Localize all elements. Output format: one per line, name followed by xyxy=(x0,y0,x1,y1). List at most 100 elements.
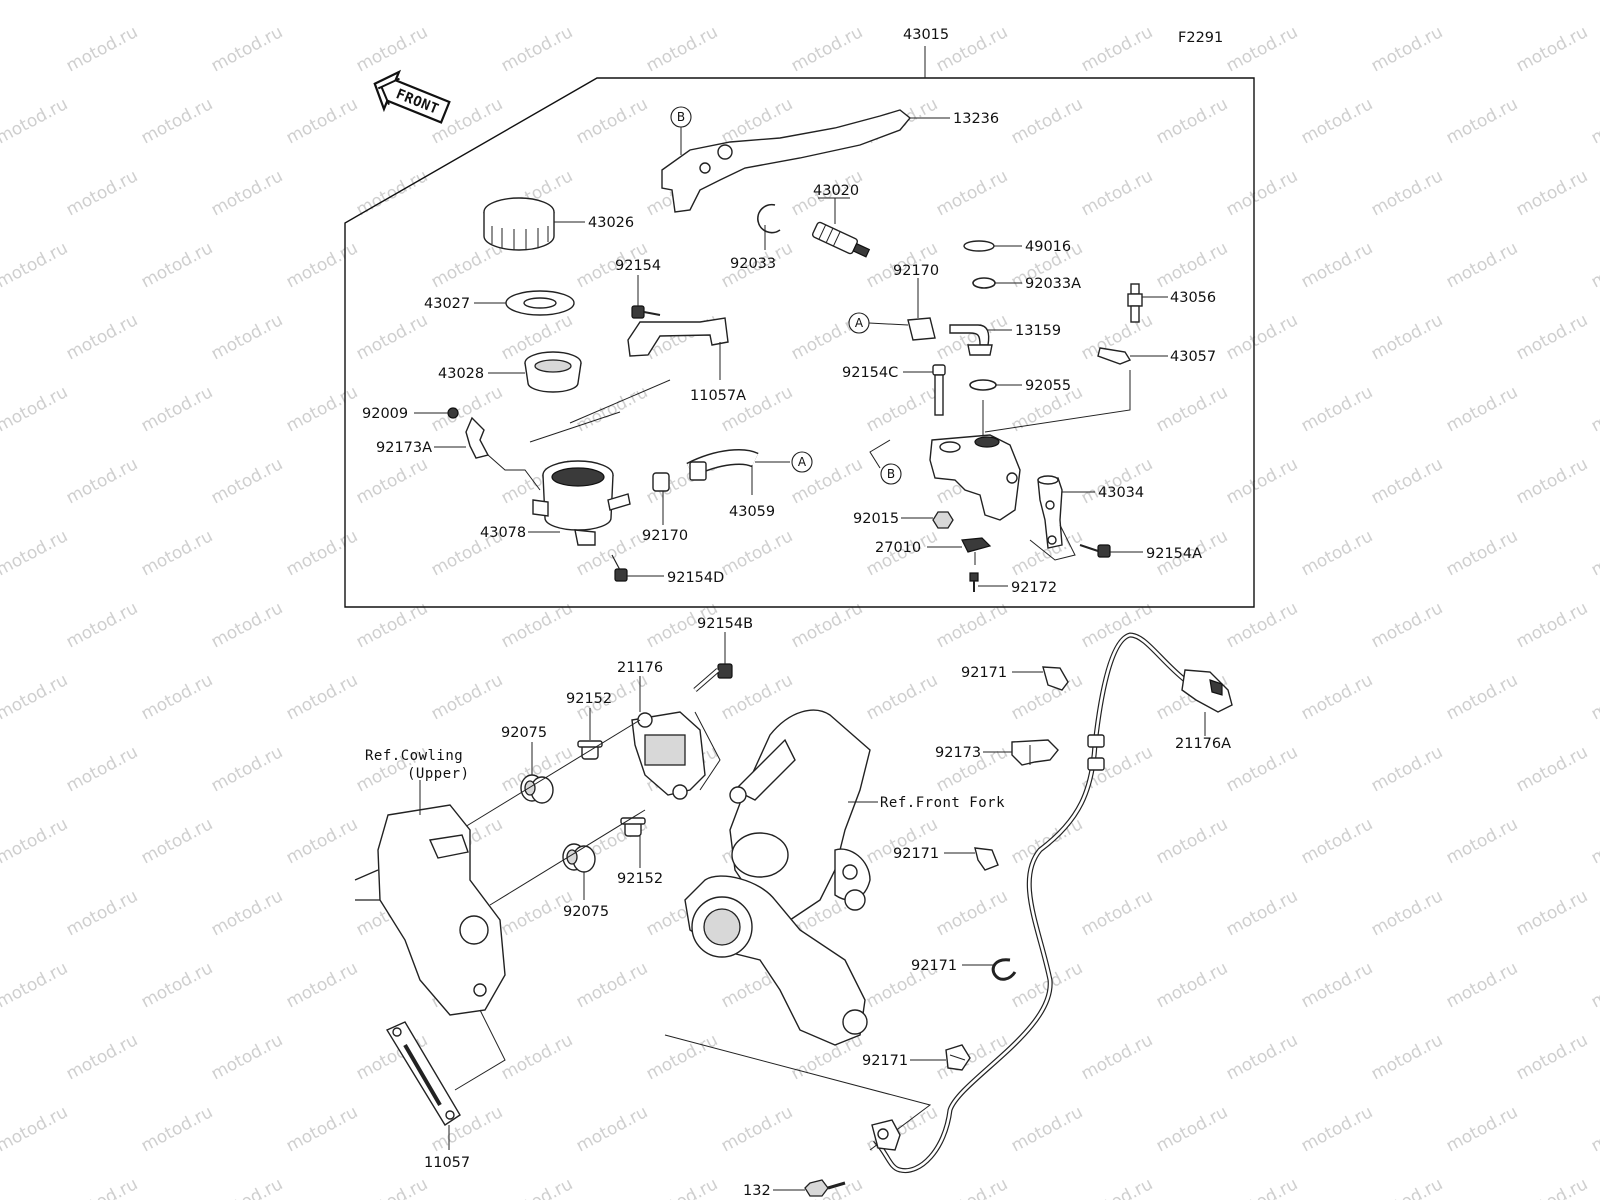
watermark-text: motod.ru xyxy=(1368,166,1446,220)
label-ref-cowling: Ref.Cowling xyxy=(365,748,463,764)
watermark-text: motod.ru xyxy=(1443,382,1521,436)
watermark-text: motod.ru xyxy=(1368,1030,1446,1084)
watermark-text: motod.ru xyxy=(1153,958,1231,1012)
watermark-text: motod.ru xyxy=(1443,1102,1521,1156)
watermark-text: motod.ru xyxy=(283,1102,361,1156)
watermark-text: motod.ru xyxy=(1223,310,1301,364)
label-11057: 11057 xyxy=(424,1155,470,1171)
watermark-text: motod.ru xyxy=(1513,454,1591,508)
oring-92055 xyxy=(969,379,997,391)
watermark-text: motod.ru xyxy=(718,1102,796,1156)
watermark-text: motod.ru xyxy=(353,598,431,652)
watermark-text: motod.ru xyxy=(1588,382,1600,436)
watermark-text: motod.ru xyxy=(1298,238,1376,292)
diagram-code: F2291 xyxy=(1178,30,1223,46)
label-11057a: 11057A xyxy=(690,388,746,404)
watermark-text: motod.ru xyxy=(1153,814,1231,868)
watermark-text: motod.ru xyxy=(1443,94,1521,148)
watermark-text: motod.ru xyxy=(208,1030,286,1084)
circlip-92033a xyxy=(972,277,996,289)
label-13236: 13236 xyxy=(953,111,999,127)
watermark-text: motod.ru xyxy=(283,670,361,724)
circlip-92033 xyxy=(757,203,781,234)
label-92171-c: 92171 xyxy=(911,958,957,974)
watermark-text: motod.ru xyxy=(208,1174,286,1200)
watermark-text: motod.ru xyxy=(208,22,286,76)
watermark-text: motod.ru xyxy=(283,0,361,4)
watermark-text: motod.ru xyxy=(0,958,71,1012)
label-43027: 43027 xyxy=(424,296,470,312)
bolt-132 xyxy=(804,1179,846,1197)
watermark-text: motod.ru xyxy=(0,814,71,868)
label-92154a: 92154A xyxy=(1146,546,1202,562)
watermark-text: motod.ru xyxy=(353,310,431,364)
watermark-text: motod.ru xyxy=(1298,526,1376,580)
watermark-text: motod.ru xyxy=(573,382,651,436)
watermark-text: motod.ru xyxy=(1588,0,1600,4)
watermark-text: motod.ru xyxy=(63,1030,141,1084)
watermark-text: motod.ru xyxy=(0,1102,71,1156)
watermark-text: motod.ru xyxy=(573,0,651,4)
watermark-text: motod.ru xyxy=(1223,1030,1301,1084)
label-92075-bottom: 92075 xyxy=(563,904,609,920)
label-43034: 43034 xyxy=(1098,485,1144,501)
switch-27010 xyxy=(961,537,992,565)
clamp-92173 xyxy=(1011,739,1059,766)
watermark-text: motod.ru xyxy=(1368,310,1446,364)
label-ref-front-fork: Ref.Front Fork xyxy=(880,795,1005,811)
label-92171-d: 92171 xyxy=(862,1053,908,1069)
callout-b-right-text: B xyxy=(887,467,895,481)
watermark-text: motod.ru xyxy=(1443,958,1521,1012)
watermark-text: motod.ru xyxy=(283,958,361,1012)
watermark-text: motod.ru xyxy=(138,238,216,292)
label-43020: 43020 xyxy=(813,183,859,199)
callout-a-left-text: A xyxy=(798,455,807,469)
watermark-text: motod.ru xyxy=(1298,94,1376,148)
watermark-text: motod.ru xyxy=(138,94,216,148)
watermark-text: motod.ru xyxy=(643,22,721,76)
label-92171-b: 92171 xyxy=(893,846,939,862)
cap-43057 xyxy=(1097,347,1132,365)
callout-b-right xyxy=(880,463,902,485)
watermark-text: motod.ru xyxy=(428,0,506,4)
watermark-text: motod.ru xyxy=(1008,94,1086,148)
assembly-label: 43015 xyxy=(903,27,949,43)
watermark-text: motod.ru xyxy=(643,1174,721,1200)
watermark-text: motod.ru xyxy=(1153,382,1231,436)
watermark-text: motod.ru xyxy=(1588,958,1600,1012)
watermark-text: motod.ru xyxy=(283,238,361,292)
watermark-text: motod.ru xyxy=(1443,670,1521,724)
watermark-text: motod.ru xyxy=(138,382,216,436)
watermark-text: motod.ru xyxy=(1513,166,1591,220)
watermark-text: motod.ru xyxy=(63,166,141,220)
clamp-92171-a xyxy=(1042,666,1069,691)
watermark-text: motod.ru xyxy=(1368,598,1446,652)
watermark-text: motod.ru xyxy=(573,94,651,148)
label-21176: 21176 xyxy=(617,660,663,676)
sensor-cable-21176a xyxy=(873,632,1233,1174)
watermark-text: motod.ru xyxy=(63,742,141,796)
label-92154d: 92154D xyxy=(667,570,724,586)
watermark-text: motod.ru xyxy=(1513,1174,1591,1200)
watermark-text: motod.ru xyxy=(498,1174,576,1200)
part-labels: 13236 43020 43026 92033 43027 92154 4901… xyxy=(362,111,1231,1199)
watermark-text: motod.ru xyxy=(1588,238,1600,292)
label-43078: 43078 xyxy=(480,525,526,541)
watermark-text: motod.ru xyxy=(933,166,1011,220)
watermark-text: motod.ru xyxy=(208,742,286,796)
label-92055: 92055 xyxy=(1025,378,1071,394)
label-43057: 43057 xyxy=(1170,349,1216,365)
watermark-text: motod.ru xyxy=(1368,454,1446,508)
label-92033a: 92033A xyxy=(1025,276,1081,292)
watermark-text: motod.ru xyxy=(283,94,361,148)
watermark-text: motod.ru xyxy=(353,1174,431,1200)
label-92154: 92154 xyxy=(615,258,661,274)
watermark-text: motod.ru xyxy=(788,598,866,652)
collar-92152-bottom xyxy=(620,817,646,837)
watermark-text: motod.ru xyxy=(63,22,141,76)
watermark-text: motod.ru xyxy=(718,0,796,4)
hose-clamp-92170 xyxy=(652,472,670,492)
label-92170: 92170 xyxy=(642,528,688,544)
watermark-text: motod.ru xyxy=(63,1174,141,1200)
